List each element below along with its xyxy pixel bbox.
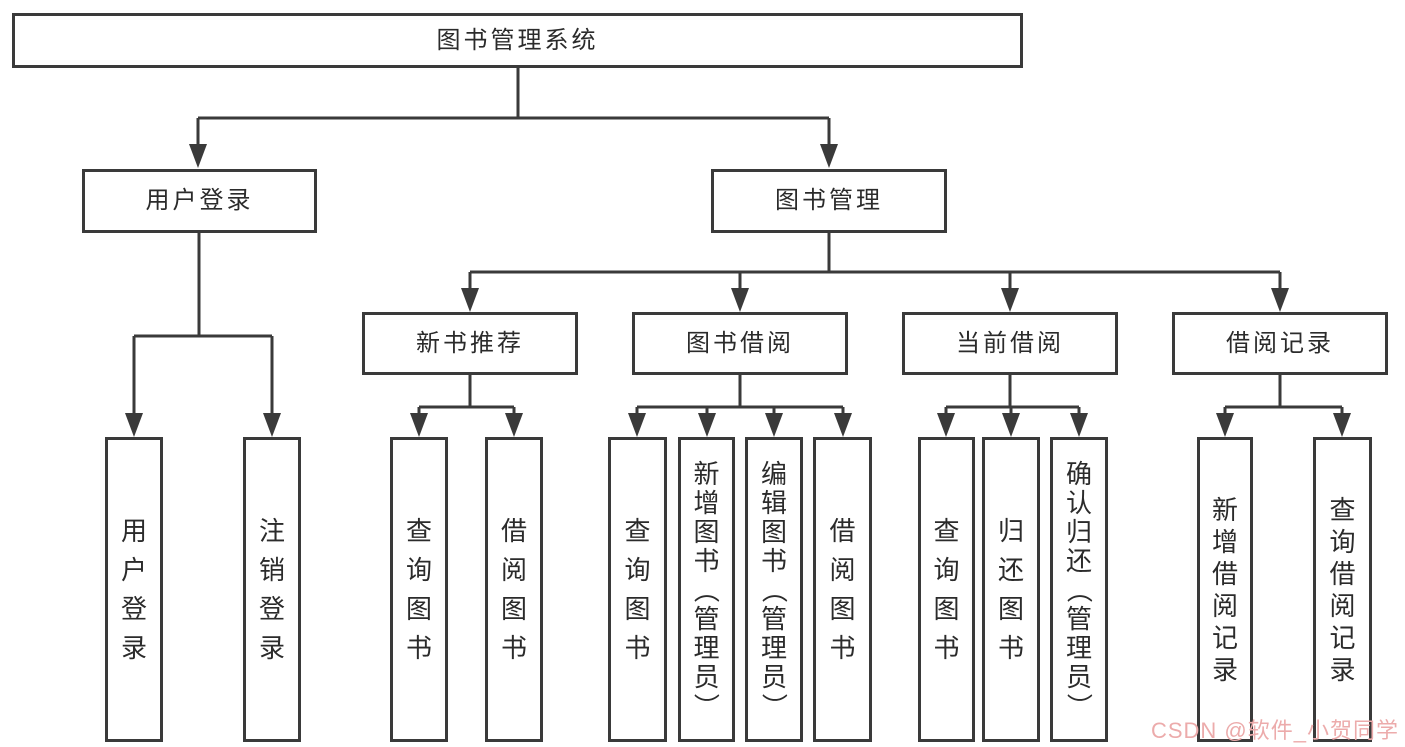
arrowhead-down-icon: [1002, 413, 1020, 437]
arrowhead-down-icon: [263, 413, 281, 437]
leaf-logout: 注销登录: [243, 437, 301, 742]
leaf-edit-book-admin: 编辑图书（管理员）: [745, 437, 803, 742]
node-root-label: 图书管理系统: [436, 26, 599, 54]
arrowhead-down-icon: [1001, 288, 1019, 312]
leaf-query-book-borrow: 查询图书: [608, 437, 667, 742]
arrowhead-down-icon: [1333, 413, 1351, 437]
leaf-query-borrow-record-label: 查询借阅记录: [1329, 494, 1356, 685]
leaf-borrow-book: 借阅图书: [813, 437, 872, 742]
leaf-add-book-admin: 新增图书（管理员）: [678, 437, 735, 742]
arrowhead-down-icon: [820, 144, 838, 168]
arrowhead-down-icon: [461, 288, 479, 312]
leaf-borrow-book-rec: 借阅图书: [485, 437, 543, 742]
leaf-user-login-label: 用户登录: [120, 516, 147, 663]
arrowhead-down-icon: [834, 413, 852, 437]
leaf-add-borrow-record: 新增借阅记录: [1197, 437, 1253, 742]
leaf-add-book-admin-label: 新增图书（管理员）: [691, 458, 722, 719]
leaf-return-book-label: 归还图书: [997, 516, 1024, 663]
arrowhead-down-icon: [505, 413, 523, 437]
node-book-borrow-label: 图书借阅: [686, 329, 794, 357]
node-user-login-label: 用户登录: [145, 187, 254, 214]
arrowhead-down-icon: [189, 144, 207, 168]
leaf-confirm-return-admin: 确认归还（管理员）: [1050, 437, 1108, 742]
arrowhead-down-icon: [1271, 288, 1289, 312]
leaf-query-book-borrow-label: 查询图书: [624, 516, 651, 663]
node-current-borrow-label: 当前借阅: [956, 329, 1064, 357]
node-borrow-record-label: 借阅记录: [1226, 329, 1334, 357]
leaf-query-book-current-label: 查询图书: [933, 516, 960, 663]
leaf-borrow-book-rec-label: 借阅图书: [500, 516, 527, 663]
leaf-query-book-rec: 查询图书: [390, 437, 448, 742]
node-root: 图书管理系统: [12, 13, 1023, 68]
leaf-confirm-return-admin-label: 确认归还（管理员）: [1063, 458, 1094, 719]
arrowhead-down-icon: [1070, 413, 1088, 437]
leaf-query-book-rec-label: 查询图书: [405, 516, 432, 663]
node-current-borrow: 当前借阅: [902, 312, 1118, 375]
arrowhead-down-icon: [731, 288, 749, 312]
arrowhead-down-icon: [125, 413, 143, 437]
arrowhead-down-icon: [1216, 413, 1234, 437]
watermark: CSDN @软件_小贺同学: [1150, 718, 1399, 743]
arrowhead-down-icon: [937, 413, 955, 437]
leaf-query-book-current: 查询图书: [918, 437, 975, 742]
leaf-return-book: 归还图书: [982, 437, 1040, 742]
node-book-mgmt-label: 图书管理: [775, 187, 883, 214]
arrowhead-down-icon: [698, 413, 716, 437]
node-user-login-branch: 用户登录: [82, 169, 317, 233]
arrowhead-down-icon: [410, 413, 428, 437]
leaf-query-borrow-record: 查询借阅记录: [1313, 437, 1372, 742]
node-book-borrow: 图书借阅: [632, 312, 848, 375]
node-new-book-rec: 新书推荐: [362, 312, 578, 375]
node-borrow-record: 借阅记录: [1172, 312, 1388, 375]
leaf-logout-label: 注销登录: [258, 516, 285, 663]
arrowhead-down-icon: [628, 413, 646, 437]
arrowhead-down-icon: [765, 413, 783, 437]
node-new-book-rec-label: 新书推荐: [416, 329, 524, 357]
node-book-mgmt-branch: 图书管理: [711, 169, 947, 233]
leaf-user-login: 用户登录: [105, 437, 163, 742]
leaf-add-borrow-record-label: 新增借阅记录: [1211, 494, 1238, 685]
leaf-borrow-book-label: 借阅图书: [829, 516, 856, 663]
leaf-edit-book-admin-label: 编辑图书（管理员）: [758, 458, 789, 719]
